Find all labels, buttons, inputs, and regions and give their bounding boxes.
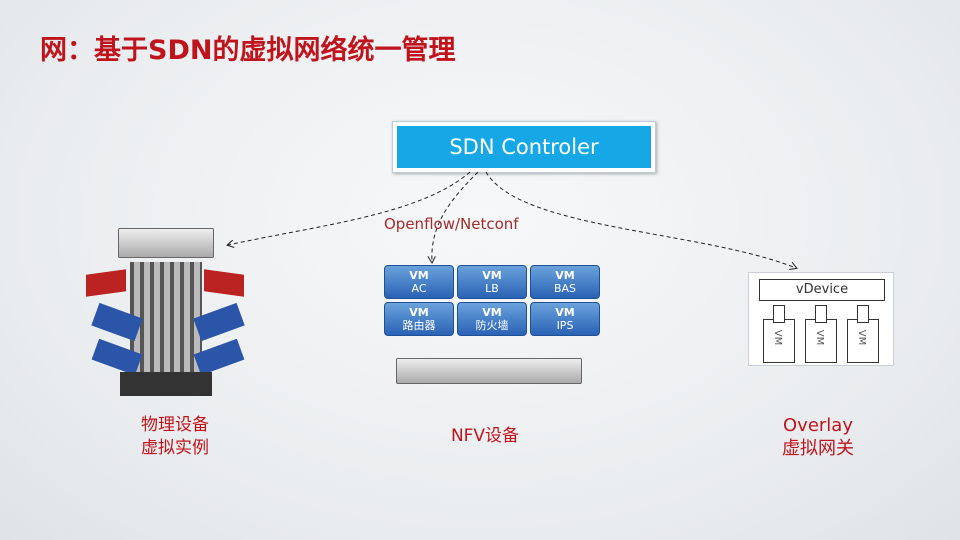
vdevice-vm: VM	[763, 319, 795, 363]
vdevice-vm: VM	[805, 319, 837, 363]
caption-nfv: NFV设备	[450, 426, 520, 446]
nfv-server-image	[396, 358, 582, 384]
arrow-to-physical	[228, 171, 471, 245]
physical-switch-image	[80, 222, 250, 397]
vdevice-vm: VM	[847, 319, 879, 363]
arrow-to-nfv	[432, 171, 479, 262]
caption-physical: 物理设备虚拟实例	[141, 415, 209, 458]
arrow-to-vdevice	[485, 171, 796, 268]
sdn-controller-box: SDN Controler	[392, 121, 656, 173]
slide-title: 网：基于SDN的虚拟网络统一管理	[40, 35, 456, 66]
vdevice-diagram: vDevice VM VM VM	[748, 272, 894, 366]
vdevice-label: vDevice	[759, 279, 885, 301]
protocol-label: Openflow/Netconf	[384, 215, 519, 233]
controller-label: SDN Controler	[397, 126, 651, 168]
